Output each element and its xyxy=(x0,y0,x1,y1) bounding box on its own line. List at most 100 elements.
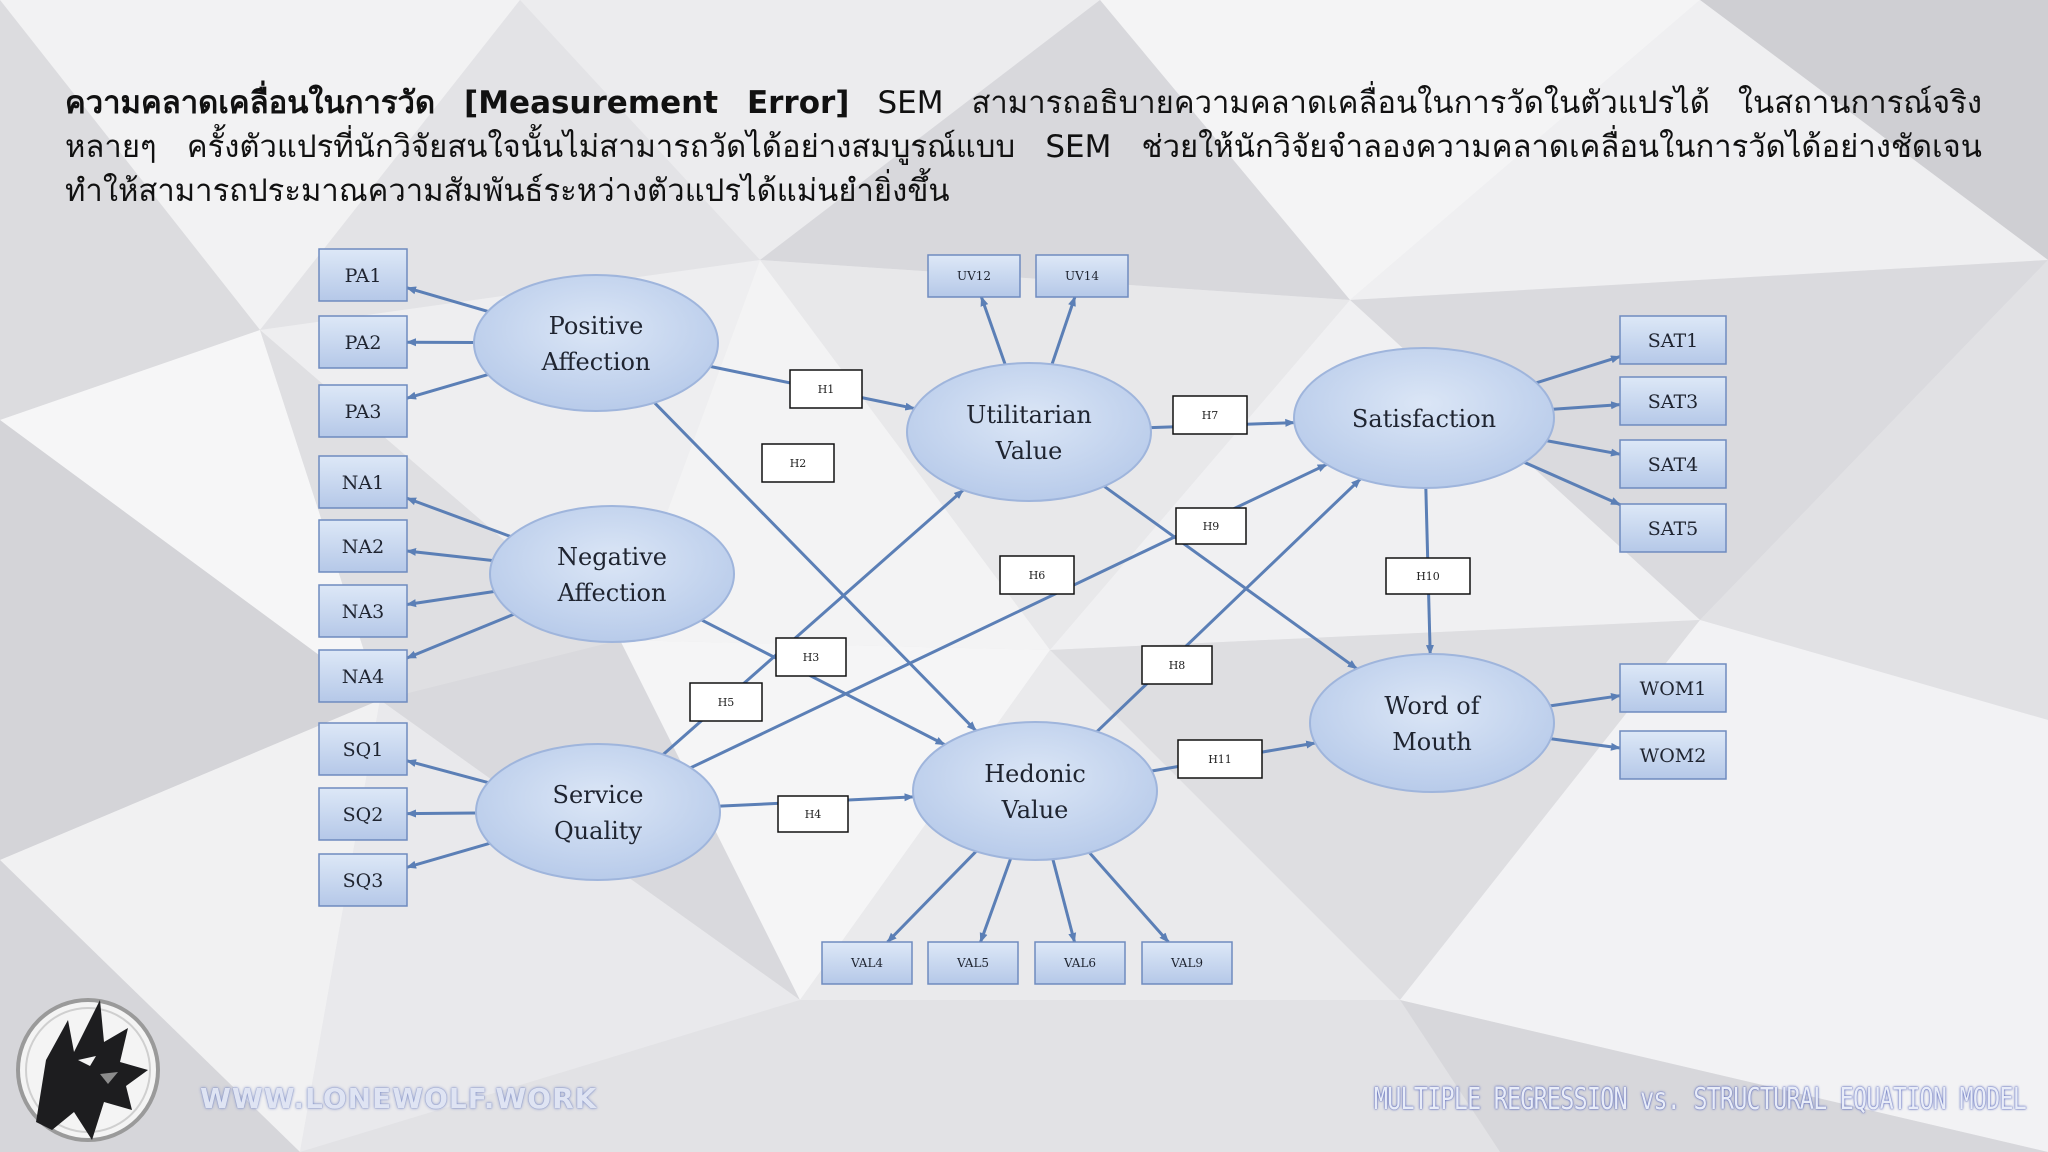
indicator-wom1: WOM1 xyxy=(1619,663,1727,713)
indicator-val5: VAL5 xyxy=(927,941,1019,985)
loading-arrow-sq3 xyxy=(406,841,491,869)
indicator-val6: VAL6 xyxy=(1034,941,1126,985)
latent-label: Negative xyxy=(557,543,667,571)
hypothesis-h4: H4 xyxy=(777,795,849,833)
latent-label: Utilitarian xyxy=(966,401,1092,429)
indicator-label: SQ2 xyxy=(343,804,384,826)
loading-arrow-val6 xyxy=(1051,858,1077,943)
indicator-label: SAT5 xyxy=(1648,518,1698,540)
indicator-sat4: SAT4 xyxy=(1619,439,1727,489)
indicator-label: SAT1 xyxy=(1648,330,1698,352)
indicator-sat5: SAT5 xyxy=(1619,503,1727,553)
indicator-sq3: SQ3 xyxy=(318,853,408,907)
wolf-head-logo xyxy=(16,998,160,1142)
loading-arrow-na3 xyxy=(406,590,495,608)
loading-arrow-sq2 xyxy=(406,809,477,818)
latent-label: Mouth xyxy=(1392,728,1472,756)
indicator-sat3: SAT3 xyxy=(1619,376,1727,426)
latent-label: Quality xyxy=(554,817,642,845)
latent-label: Affection xyxy=(557,579,667,607)
indicator-label: NA1 xyxy=(342,472,384,494)
hypothesis-label: H7 xyxy=(1202,409,1219,422)
indicator-na3: NA3 xyxy=(318,584,408,638)
loading-arrow-wom1 xyxy=(1549,693,1621,708)
hypothesis-h10: H10 xyxy=(1385,557,1471,595)
website-url[interactable]: WWW.LONEWOLF.WORK xyxy=(200,1082,598,1115)
indicator-label: VAL6 xyxy=(1063,956,1096,970)
loading-arrow-na4 xyxy=(406,612,515,660)
indicator-label: UV12 xyxy=(957,269,991,283)
indicator-label: UV14 xyxy=(1065,269,1099,283)
indicator-wom2: WOM2 xyxy=(1619,730,1727,780)
indicator-pa1: PA1 xyxy=(318,248,408,302)
indicator-label: SAT3 xyxy=(1648,391,1698,413)
indicator-na1: NA1 xyxy=(318,455,408,509)
indicator-label: VAL9 xyxy=(1170,956,1203,970)
indicator-label: PA2 xyxy=(345,332,382,354)
indicator-val4: VAL4 xyxy=(821,941,913,985)
latent-label: Hedonic xyxy=(984,760,1086,788)
indicator-label: PA1 xyxy=(345,265,382,287)
paragraph-body: SEM สามารถอธิบายความคลาดเคลื่อนในการวัดใ… xyxy=(65,85,1982,209)
hypothesis-h1: H1 xyxy=(789,369,863,409)
hypothesis-label: H4 xyxy=(805,808,822,821)
loading-arrow-na2 xyxy=(406,547,493,563)
hypothesis-label: H2 xyxy=(790,457,807,470)
indicator-label: NA4 xyxy=(342,666,384,688)
paragraph-heading: ความคลาดเคลื่อนในการวัด [Measurement Err… xyxy=(65,85,850,121)
hypothesis-label: H3 xyxy=(803,651,820,664)
loading-arrow-pa3 xyxy=(406,373,489,400)
latent-sat: Satisfaction xyxy=(1293,347,1555,489)
indicator-sq2: SQ2 xyxy=(318,787,408,841)
loading-arrow-val5 xyxy=(979,858,1013,943)
loading-arrow-uv12 xyxy=(979,296,1007,365)
loading-arrow-sat4 xyxy=(1546,439,1621,457)
indicator-label: WOM2 xyxy=(1640,745,1707,767)
latent-label: Value xyxy=(995,437,1063,465)
latent-label: Word of xyxy=(1384,692,1481,720)
hypothesis-label: H8 xyxy=(1169,659,1186,672)
path-arrow-h9 xyxy=(1103,485,1358,670)
indicator-pa2: PA2 xyxy=(318,315,408,369)
loading-arrow-sat1 xyxy=(1535,355,1621,385)
latent-label: Satisfaction xyxy=(1352,405,1496,433)
indicator-uv14: UV14 xyxy=(1035,254,1129,298)
latent-label: Value xyxy=(1001,796,1069,824)
hypothesis-label: H6 xyxy=(1029,569,1046,582)
indicator-label: SAT4 xyxy=(1648,454,1698,476)
indicator-label: VAL5 xyxy=(956,956,989,970)
indicator-sq1: SQ1 xyxy=(318,722,408,776)
loading-arrow-pa1 xyxy=(406,286,489,313)
indicator-uv12: UV12 xyxy=(927,254,1021,298)
hypothesis-h9: H9 xyxy=(1175,507,1247,545)
loading-arrow-val4 xyxy=(886,850,978,944)
hypothesis-label: H5 xyxy=(718,696,735,709)
indicator-pa3: PA3 xyxy=(318,384,408,438)
path-arrow-h8 xyxy=(1095,477,1362,733)
hypothesis-h7: H7 xyxy=(1172,395,1248,435)
hypothesis-h2: H2 xyxy=(761,443,835,483)
indicator-label: WOM1 xyxy=(1640,678,1707,700)
loading-arrow-sat3 xyxy=(1552,401,1621,411)
indicator-label: NA3 xyxy=(342,601,384,623)
indicator-label: VAL4 xyxy=(850,956,883,970)
hypothesis-h11: H11 xyxy=(1177,739,1263,779)
hypothesis-h6: H6 xyxy=(999,555,1075,595)
hypothesis-label: H10 xyxy=(1416,570,1440,583)
loading-arrow-wom2 xyxy=(1550,737,1621,751)
loading-arrow-na1 xyxy=(406,496,511,538)
hypothesis-h8: H8 xyxy=(1141,645,1213,685)
latent-label: Positive xyxy=(549,312,644,340)
hypothesis-label: H11 xyxy=(1208,753,1232,766)
indicator-na4: NA4 xyxy=(318,649,408,703)
intro-paragraph: ความคลาดเคลื่อนในการวัด [Measurement Err… xyxy=(65,81,1982,213)
indicator-label: NA2 xyxy=(342,536,384,558)
path-arrow-h3 xyxy=(701,618,946,746)
indicator-label: PA3 xyxy=(345,401,382,423)
